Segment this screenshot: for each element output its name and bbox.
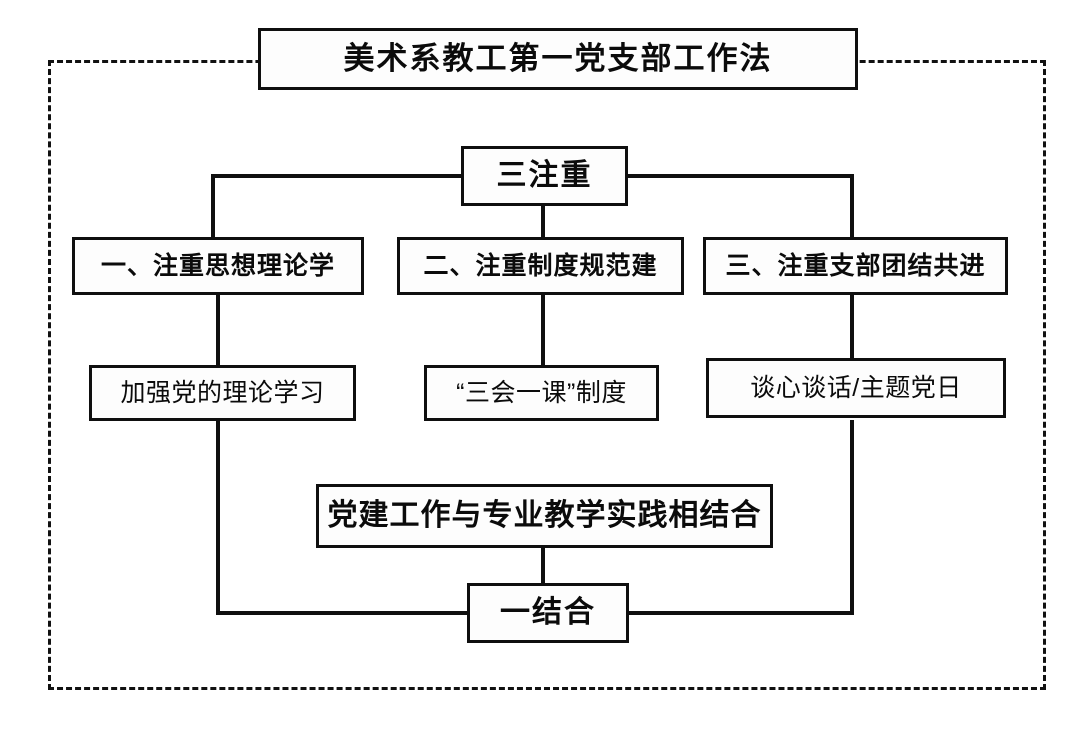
connector-leaf3-to-footer xyxy=(628,420,854,615)
branch-box-3: 三、注重支部团结共进 xyxy=(703,237,1008,295)
branch-label-1: 一、注重思想理论学 xyxy=(100,251,335,280)
title-label: 美术系教工第一党支部工作法 xyxy=(343,40,773,76)
integration-box: 党建工作与专业教学实践相结合 xyxy=(316,484,773,548)
branch-box-1: 一、注重思想理论学 xyxy=(72,237,364,295)
branch-box-2: 二、注重制度规范建 xyxy=(397,237,684,295)
connector-hub-to-branch1 xyxy=(211,174,461,238)
leaf-box-2: “三会一课”制度 xyxy=(424,365,659,421)
connector-hub-to-branch3 xyxy=(627,174,854,238)
leaf-label-3: 谈心谈话/主题党日 xyxy=(750,373,962,402)
hub-label: 三注重 xyxy=(496,159,593,193)
integration-label: 党建工作与专业教学实践相结合 xyxy=(327,499,762,533)
title-box: 美术系教工第一党支部工作法 xyxy=(258,28,858,90)
branch-label-2: 二、注重制度规范建 xyxy=(423,251,658,280)
hub-box-three-emphases: 三注重 xyxy=(461,146,628,206)
leaf-label-2: “三会一课”制度 xyxy=(456,378,627,407)
leaf-label-1: 加强党的理论学习 xyxy=(120,378,325,407)
leaf-box-1: 加强党的理论学习 xyxy=(89,365,356,421)
connector-leaf1-to-footer xyxy=(216,420,468,615)
footer-label: 一结合 xyxy=(500,596,596,630)
leaf-box-3: 谈心谈话/主题党日 xyxy=(706,358,1006,418)
branch-label-3: 三、注重支部团结共进 xyxy=(725,251,986,280)
footer-box-one-integration: 一结合 xyxy=(467,583,629,643)
